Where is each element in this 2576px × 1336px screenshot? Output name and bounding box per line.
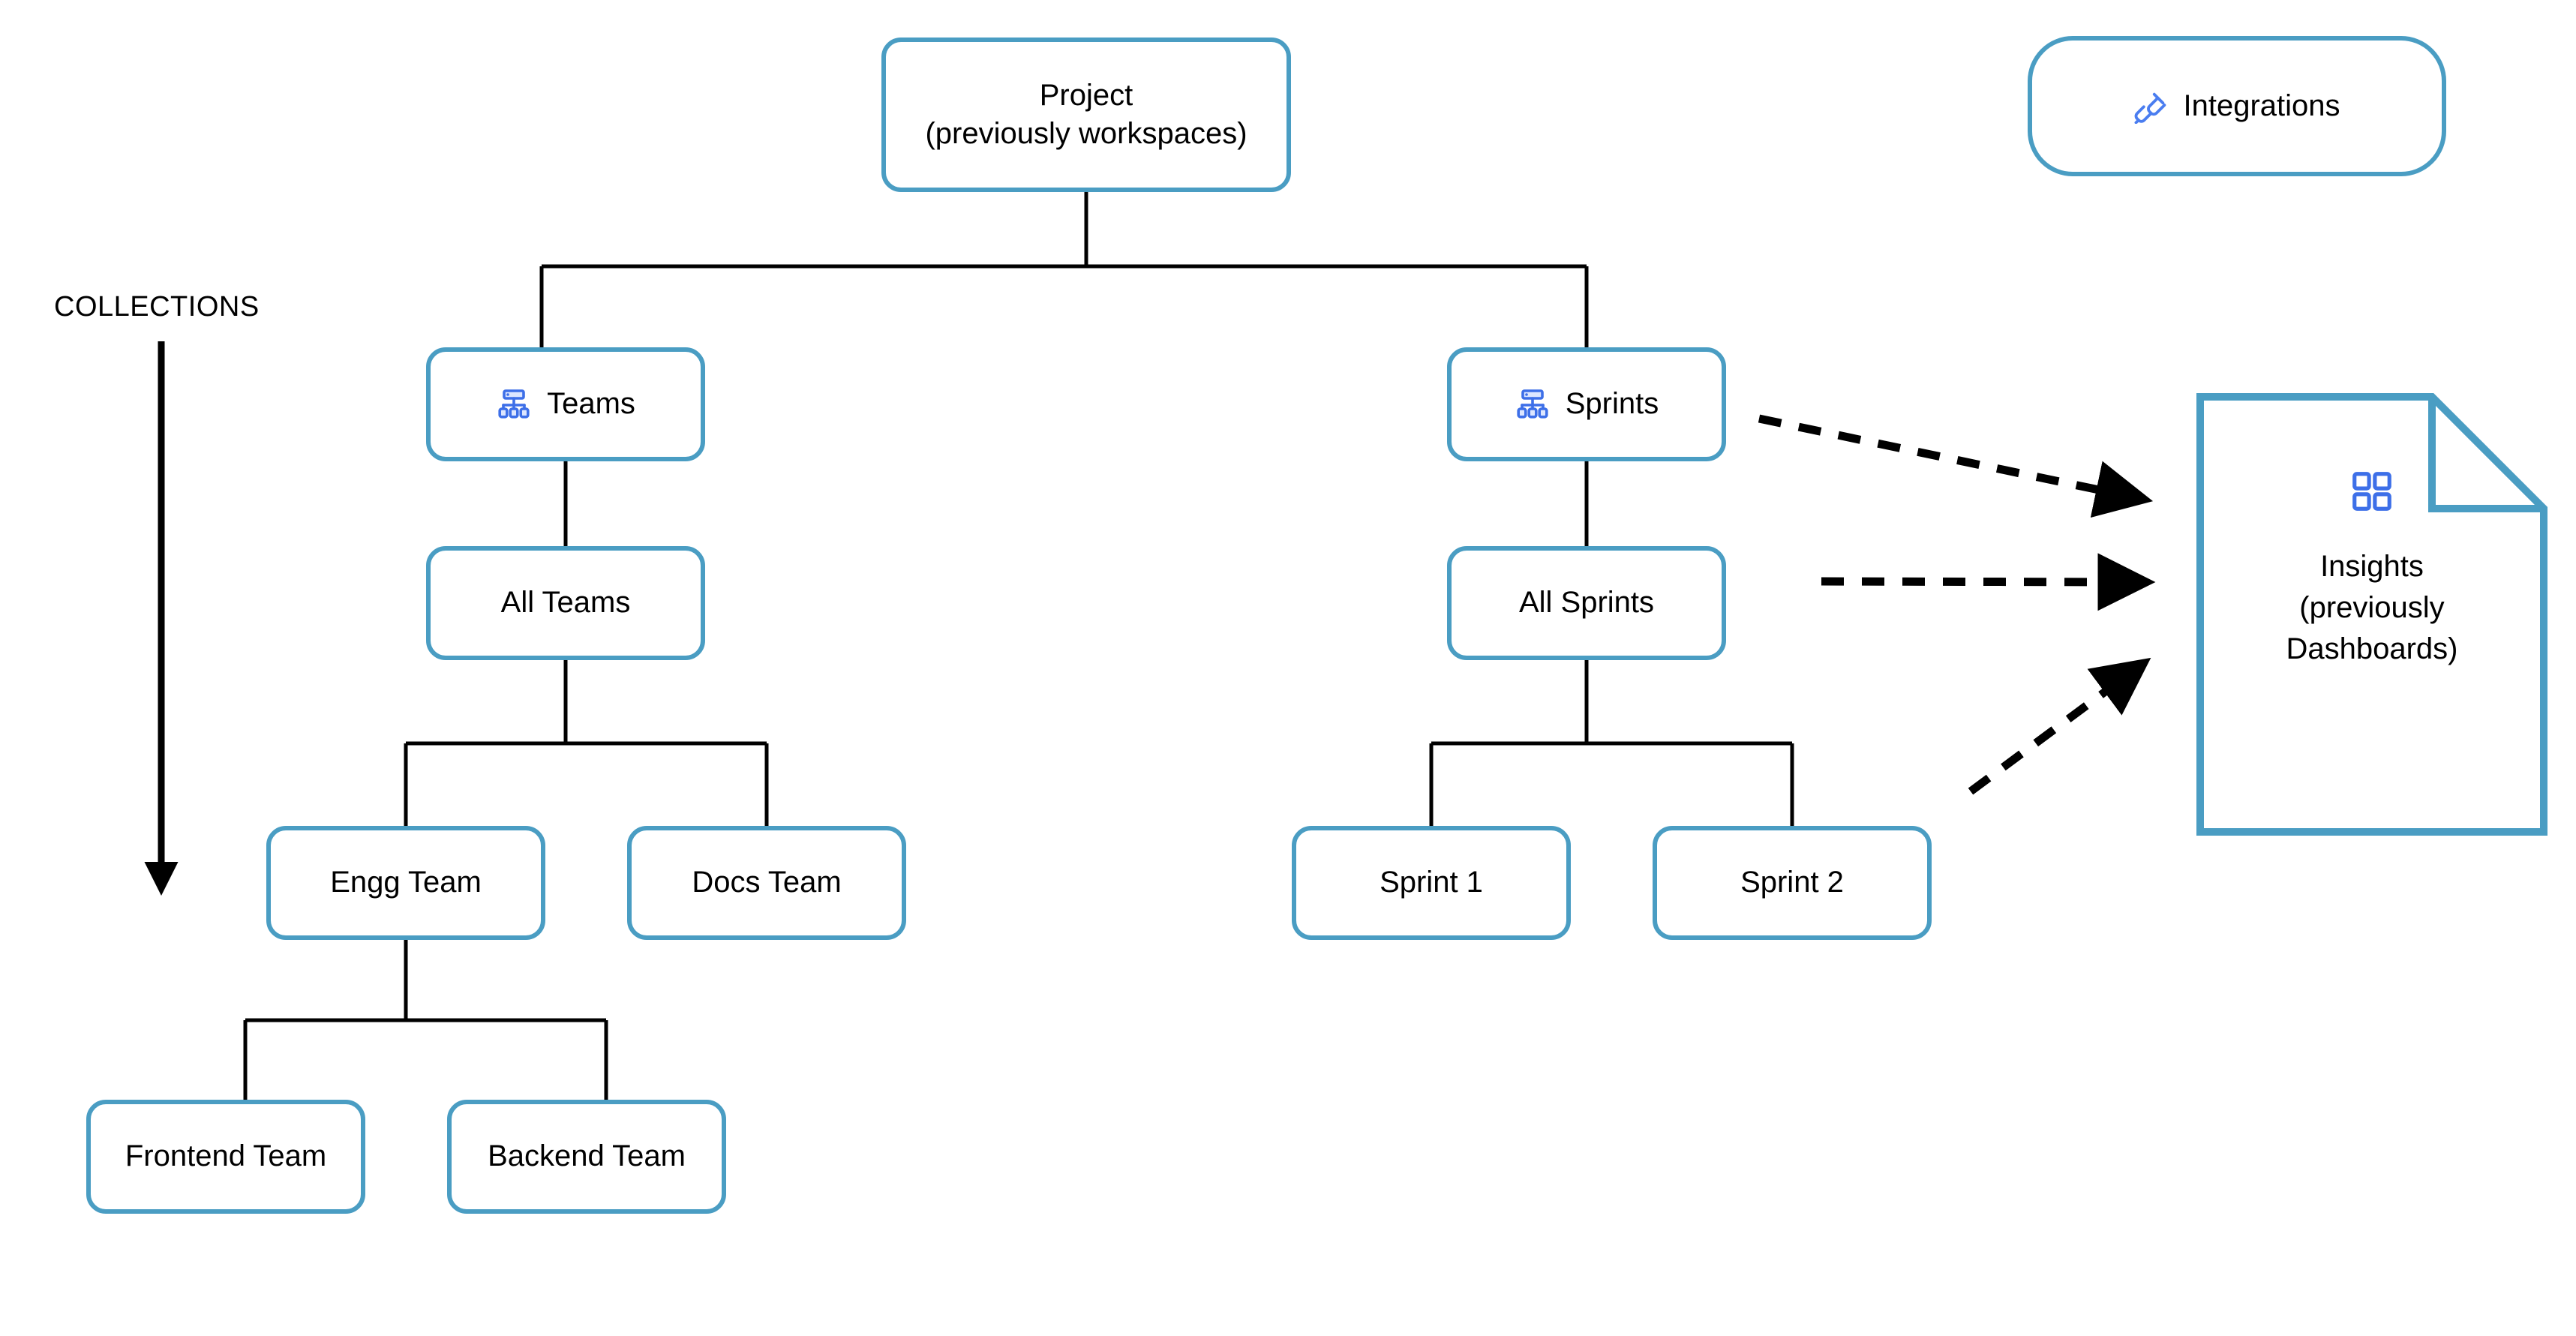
node-sprint-1-label: Sprint 1 [1380,866,1483,899]
node-docs-team-label: Docs Team [692,866,842,899]
grid-2x2-icon [2349,468,2395,515]
node-teams-label: Teams [547,387,635,421]
dashed-arrow-all-sprints-to-insights [1821,553,2156,611]
dashed-arrow-sprints-to-insights [1758,414,2154,518]
node-all-sprints-label: All Sprints [1518,586,1655,620]
node-insights[interactable]: Insights (previously Dashboards) [2196,393,2547,836]
plug-connector-icon [2133,89,2168,124]
node-engg-team[interactable]: Engg Team [266,826,545,940]
node-project[interactable]: Project (previously workspaces) [881,38,1291,192]
node-sprints[interactable]: Sprints [1447,347,1726,461]
node-teams[interactable]: Teams [426,347,705,461]
hierarchy-icon [496,386,532,422]
node-sprint-2-label: Sprint 2 [1740,866,1844,899]
node-frontend-team[interactable]: Frontend Team [86,1100,365,1214]
node-project-label: Project (previously workspaces) [925,78,1247,150]
node-engg-team-label: Engg Team [330,866,482,899]
collections-label: COLLECTIONS [54,291,260,323]
dashed-arrow-sprint2-to-insights [1968,657,2151,795]
node-insights-label: Insights (previously Dashboards) [2286,550,2458,666]
node-docs-team[interactable]: Docs Team [627,826,906,940]
node-all-teams-label: All Teams [500,586,631,620]
node-all-sprints[interactable]: All Sprints [1447,546,1726,660]
hierarchy-icon [1515,386,1551,422]
node-sprint-2[interactable]: Sprint 2 [1653,826,1932,940]
node-frontend-team-label: Frontend Team [125,1139,327,1173]
node-all-teams[interactable]: All Teams [426,546,705,660]
node-integrations[interactable]: Integrations [2028,36,2446,176]
document-shape-icon [2196,393,2547,836]
node-sprints-label: Sprints [1565,387,1659,421]
node-backend-team[interactable]: Backend Team [447,1100,726,1214]
node-backend-team-label: Backend Team [488,1139,686,1173]
node-integrations-label: Integrations [2183,89,2340,122]
node-sprint-1[interactable]: Sprint 1 [1292,826,1571,940]
